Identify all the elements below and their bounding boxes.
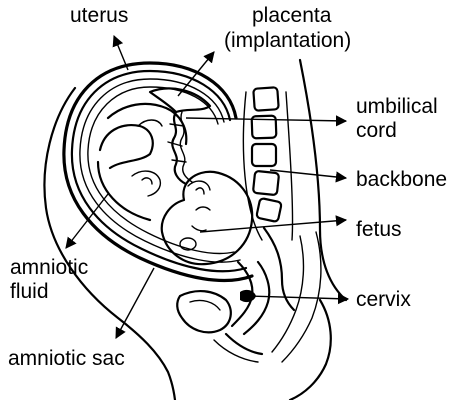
- placenta: [148, 87, 212, 114]
- backbone-vertebrae: [242, 86, 296, 312]
- label-uterus: uterus: [70, 4, 128, 27]
- label-placenta-implantation: (implantation): [224, 29, 351, 52]
- fetus-arrow: [199, 215, 348, 233]
- label-fetus: fetus: [356, 218, 402, 241]
- label-umbilical: umbilical: [356, 95, 438, 118]
- label-amniotic-fluid-1: amniotic: [10, 256, 88, 279]
- label-amniotic-fluid-2: fluid: [10, 280, 49, 303]
- uterus-arrow: [112, 34, 129, 71]
- label-cervix: cervix: [356, 288, 411, 311]
- placenta-arrow: [177, 51, 215, 97]
- uterus-wall: [62, 61, 254, 283]
- abdomen-outline: [43, 86, 177, 400]
- fetus-body: [96, 102, 254, 266]
- label-amniotic-sac: amniotic sac: [8, 347, 125, 370]
- label-cord: cord: [356, 119, 397, 142]
- label-backbone: backbone: [356, 168, 447, 191]
- umbilical-cord-arrow: [185, 115, 348, 127]
- buttock-outline: [288, 298, 332, 400]
- amniotic-fluid-arrow: [65, 193, 109, 249]
- cervix-arrow: [247, 293, 350, 305]
- umbilical-cord-drawing: [167, 110, 193, 186]
- backbone-arrow: [269, 169, 348, 183]
- pelvic-outline: [298, 58, 348, 302]
- label-placenta: placenta: [252, 4, 332, 27]
- amniotic-sac-arrow: [115, 267, 155, 339]
